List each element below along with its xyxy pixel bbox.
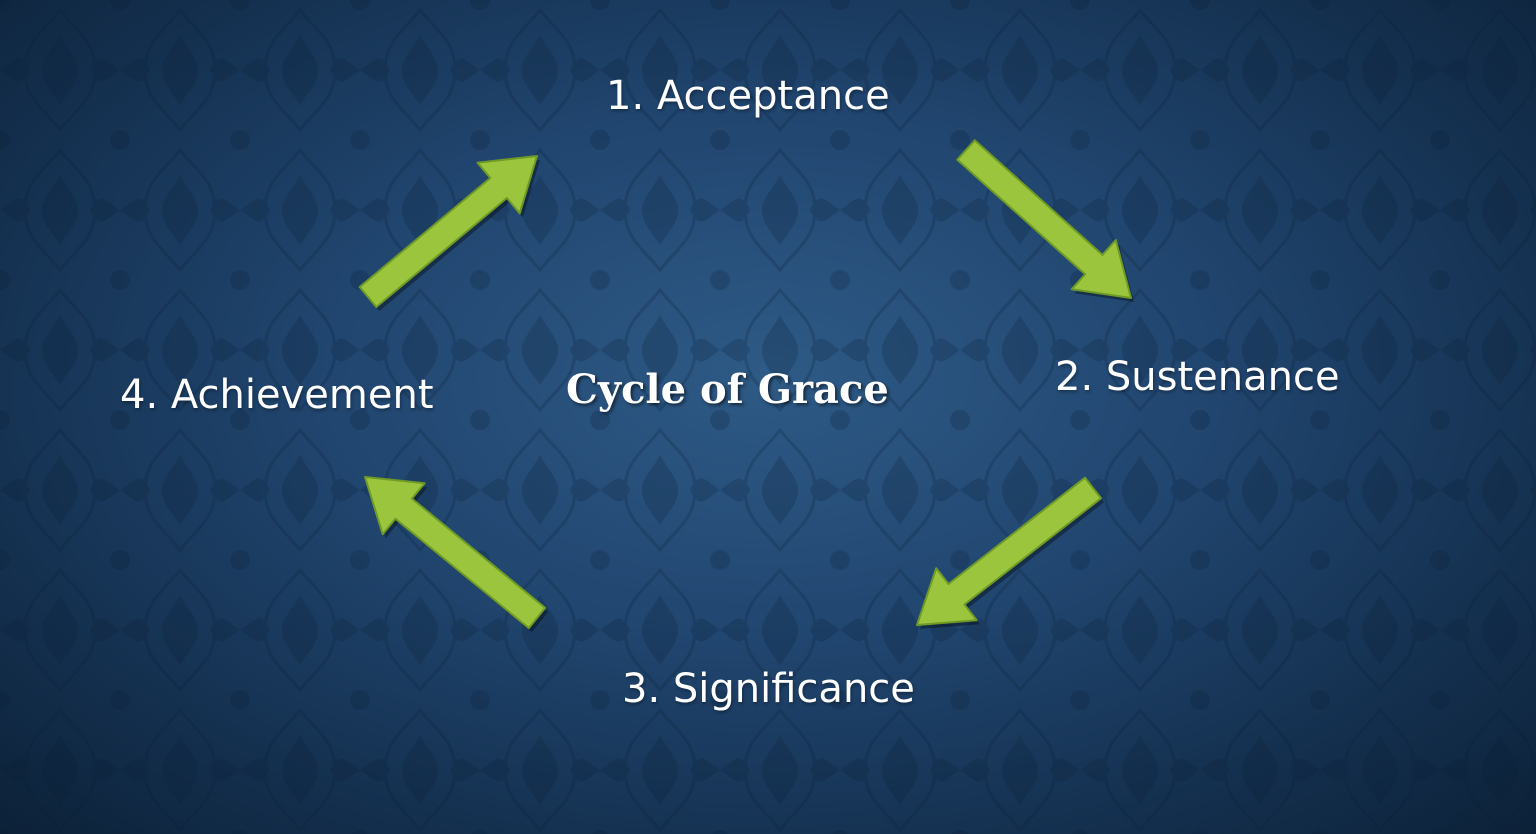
step-sustenance: 2. Sustenance bbox=[1055, 354, 1340, 400]
step-acceptance: 1. Acceptance bbox=[606, 73, 890, 119]
arrow-achievement-to-acceptance bbox=[358, 155, 538, 308]
step-significance: 3. Significance bbox=[622, 666, 915, 712]
arrow-sustenance-to-significance bbox=[916, 476, 1102, 626]
arrow-acceptance-to-sustenance bbox=[956, 139, 1132, 299]
step-achievement: 4. Achievement bbox=[120, 372, 434, 418]
diagram-title: Cycle of Grace bbox=[566, 366, 889, 413]
arrow-significance-to-achievement bbox=[364, 476, 547, 630]
